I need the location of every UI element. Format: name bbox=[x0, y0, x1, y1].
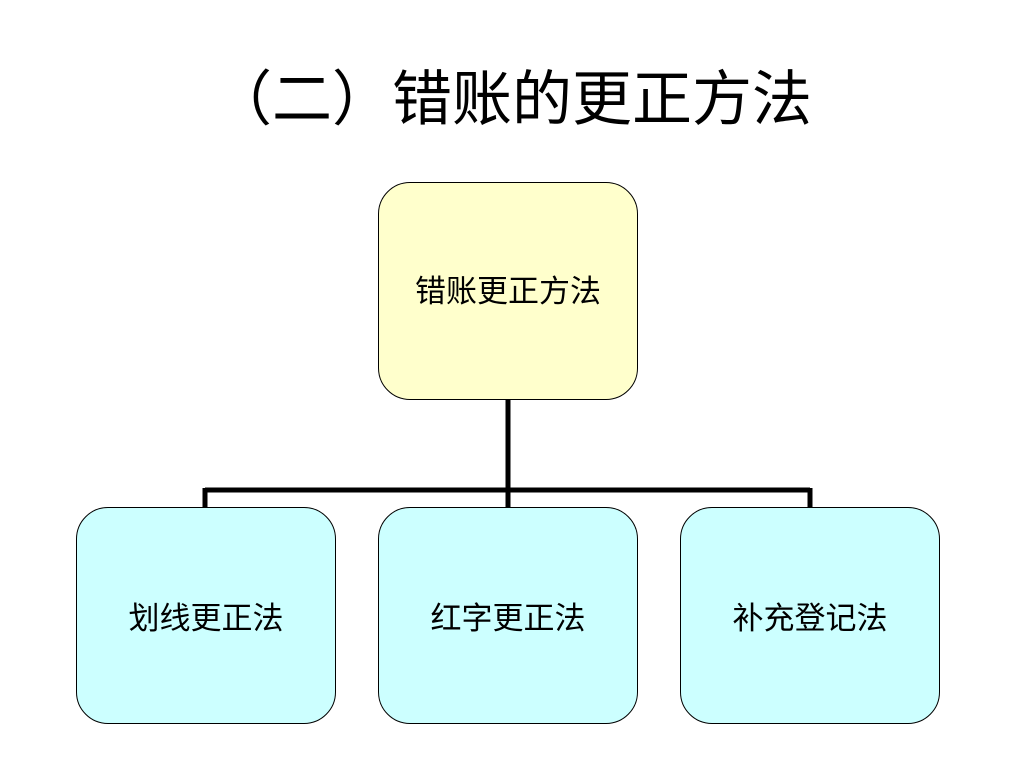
root-node-label: 错账更正方法 bbox=[415, 273, 601, 310]
child-node-2: 红字更正法 bbox=[378, 507, 638, 724]
child-node-3: 补充登记法 bbox=[680, 507, 940, 724]
child-node-label: 划线更正法 bbox=[128, 601, 284, 637]
child-node-label: 补充登记法 bbox=[732, 601, 888, 637]
slide-title: （二）错账的更正方法 bbox=[212, 65, 812, 135]
child-node-label: 红字更正法 bbox=[430, 601, 586, 637]
child-node-1: 划线更正法 bbox=[76, 507, 336, 724]
root-node: 错账更正方法 bbox=[378, 182, 638, 400]
